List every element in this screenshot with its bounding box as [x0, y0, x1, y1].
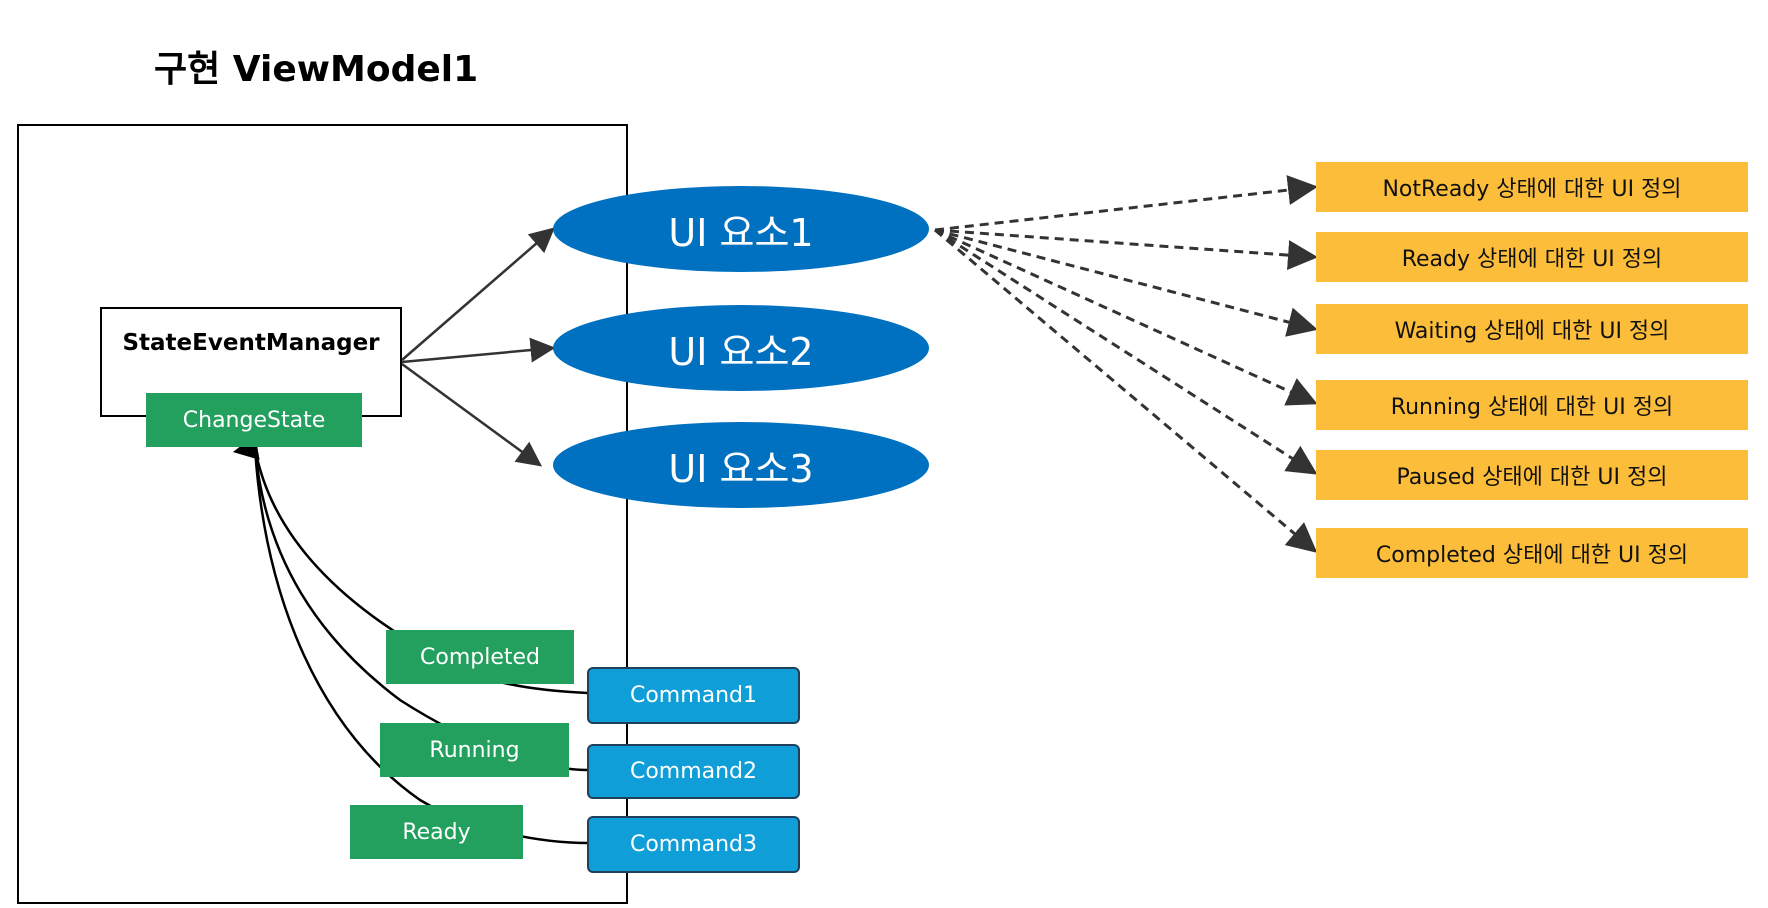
command2-button: Command2	[587, 744, 800, 799]
state-completed: Completed	[386, 630, 574, 684]
dashed-arrow-notready	[934, 175, 1318, 232]
ui-definition-notready: NotReady 상태에 대한 UI 정의	[1316, 162, 1748, 212]
dashed-arrow-paused	[934, 228, 1318, 475]
command1-button: Command1	[587, 667, 800, 724]
state-ready: Ready	[350, 805, 523, 859]
ui-definition-waiting: Waiting 상태에 대한 UI 정의	[1316, 304, 1748, 354]
dashed-arrow-completed	[934, 228, 1318, 553]
state-event-manager-label: StateEventManager	[122, 330, 380, 356]
ui-element-2: UI 요소2	[553, 305, 929, 391]
ui-definition-paused: Paused 상태에 대한 UI 정의	[1316, 450, 1748, 500]
page-title: 구현 ViewModel1	[154, 49, 479, 90]
state-running: Running	[380, 723, 569, 777]
command3-button: Command3	[587, 816, 800, 873]
dashed-arrow-running	[934, 228, 1318, 406]
ui-definition-ready: Ready 상태에 대한 UI 정의	[1316, 232, 1748, 282]
arrow-manager-to-ui2	[401, 337, 556, 364]
dashed-arrow-waiting	[934, 228, 1318, 337]
change-state-method: ChangeState	[146, 393, 362, 447]
ui-definition-completed: Completed 상태에 대한 UI 정의	[1316, 528, 1748, 578]
arrow-manager-to-ui1	[401, 227, 555, 361]
viewmodel-container	[17, 124, 628, 904]
arrow-manager-to-ui3	[401, 362, 543, 467]
ui-element-3: UI 요소3	[553, 422, 929, 508]
ui-element-1: UI 요소1	[553, 186, 929, 272]
ui-definition-running: Running 상태에 대한 UI 정의	[1316, 380, 1748, 430]
dashed-arrow-ready	[934, 228, 1318, 271]
